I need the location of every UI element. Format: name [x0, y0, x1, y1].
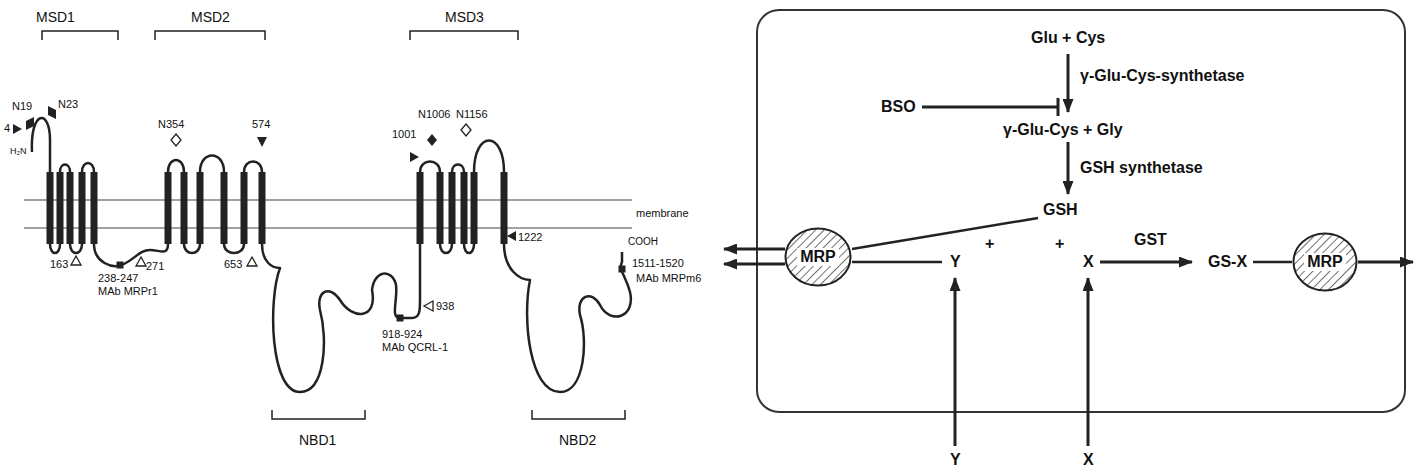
site-label: N1006: [418, 108, 450, 121]
substrate-label: Y: [950, 253, 961, 271]
domain-bracket: [272, 410, 625, 419]
node-text-stack: MRP: [797, 248, 839, 266]
epitope-square: [619, 266, 626, 273]
epitope-square: [117, 262, 124, 269]
substrate-line: [852, 261, 942, 264]
site-triangle-open: [247, 257, 257, 266]
site-triangle-open: [424, 301, 433, 311]
transporter-ellipse: [786, 229, 851, 286]
substrate-line: [852, 218, 1038, 249]
epitope-label: 238-247: [98, 272, 138, 285]
domain-name: NBD2: [559, 432, 596, 448]
antibody-label: MAb MRPm6: [636, 272, 701, 285]
site-label: 653: [224, 258, 242, 271]
transmembrane-helix: [50, 172, 504, 244]
enzyme-label: GSH synthetase: [1080, 159, 1203, 177]
metabolite-label: γ-Glu-Cys + Gly: [1003, 121, 1123, 139]
node-text-stack: MRP: [1304, 253, 1346, 271]
site-label: 1001: [392, 128, 416, 141]
site-triangle: [257, 137, 267, 147]
site-label: N23: [58, 98, 78, 111]
enzyme-label: GST: [1134, 231, 1167, 249]
protein-chain: [32, 118, 631, 392]
site-label: 1222: [518, 231, 542, 244]
glycosylation-diamond: [171, 134, 181, 146]
enzyme-label: γ-Glu-Cys-synthetase: [1080, 67, 1245, 85]
glycosylation-flag: [48, 106, 56, 119]
transporter-node: MRP: [1292, 232, 1358, 292]
conjugate-label: GS-X: [1208, 253, 1247, 271]
transporter-node: MRP: [784, 227, 852, 287]
site-triangle: [13, 124, 22, 134]
glycosylation-flag: [26, 117, 34, 130]
epitope-square: [397, 315, 404, 322]
antibody-label: MAb QCRL-1: [382, 341, 448, 354]
domain-name: MSD1: [36, 9, 75, 25]
efflux-arrow: [1358, 261, 1413, 264]
site-label: 4: [4, 122, 10, 135]
terminus-label: COOH: [628, 236, 658, 248]
domain-name: MSD3: [445, 9, 484, 25]
efflux-arrow: [724, 263, 785, 266]
transporter-label: MRP: [1304, 253, 1346, 271]
inhibitor-label: BSO: [881, 98, 916, 116]
glycosylation-diamond: [427, 134, 437, 146]
reaction-arrow: [1100, 261, 1192, 264]
terminus-label: H₂N: [10, 146, 27, 156]
metabolite-label: GSH: [1043, 201, 1078, 219]
site-label: 574: [252, 118, 270, 131]
site-label: N1156: [456, 108, 488, 121]
site-triangle-open: [136, 257, 146, 266]
inhibition-bar: [1057, 98, 1060, 116]
reaction-arrow: [1067, 142, 1070, 194]
site-label: N19: [12, 100, 32, 113]
site-label: N354: [158, 118, 184, 131]
uptake-arrow: [1087, 278, 1090, 446]
metabolite-label: Glu + Cys: [1031, 29, 1105, 47]
transporter-label: MRP: [797, 248, 839, 266]
plus-sign: +: [1055, 235, 1064, 253]
membrane-line: [24, 200, 632, 228]
site-label: 938: [436, 300, 454, 313]
substrate-label: X: [1083, 451, 1094, 469]
site-triangle: [410, 152, 419, 162]
glycosylation-diamond: [461, 124, 471, 136]
domain-name: MSD2: [191, 9, 230, 25]
reaction-arrow: [1067, 54, 1070, 112]
site-label: 163: [50, 258, 68, 271]
membrane-label: membrane: [636, 207, 689, 220]
substrate-line: [1253, 261, 1292, 264]
domain-bracket: [42, 31, 518, 40]
transporter-ellipse: [1294, 234, 1357, 291]
topology-figure: [13, 31, 632, 419]
cell-outline: [757, 10, 1405, 412]
antibody-label: MAb MRPr1: [98, 285, 158, 298]
site-triangle-open: [71, 256, 81, 265]
substrate-label: Y: [950, 451, 961, 469]
site-triangle: [507, 231, 516, 241]
inhibition-line: [922, 106, 1058, 109]
epitope-label: 918-924: [382, 328, 422, 341]
domain-name: NBD1: [299, 432, 336, 448]
efflux-arrow: [724, 248, 785, 251]
cell-figure: [724, 10, 1413, 446]
plus-sign: +: [985, 235, 994, 253]
uptake-arrow: [954, 278, 957, 446]
substrate-label: X: [1083, 253, 1094, 271]
site-label: 271: [146, 260, 164, 273]
epitope-label: 1511-1520: [632, 257, 684, 270]
